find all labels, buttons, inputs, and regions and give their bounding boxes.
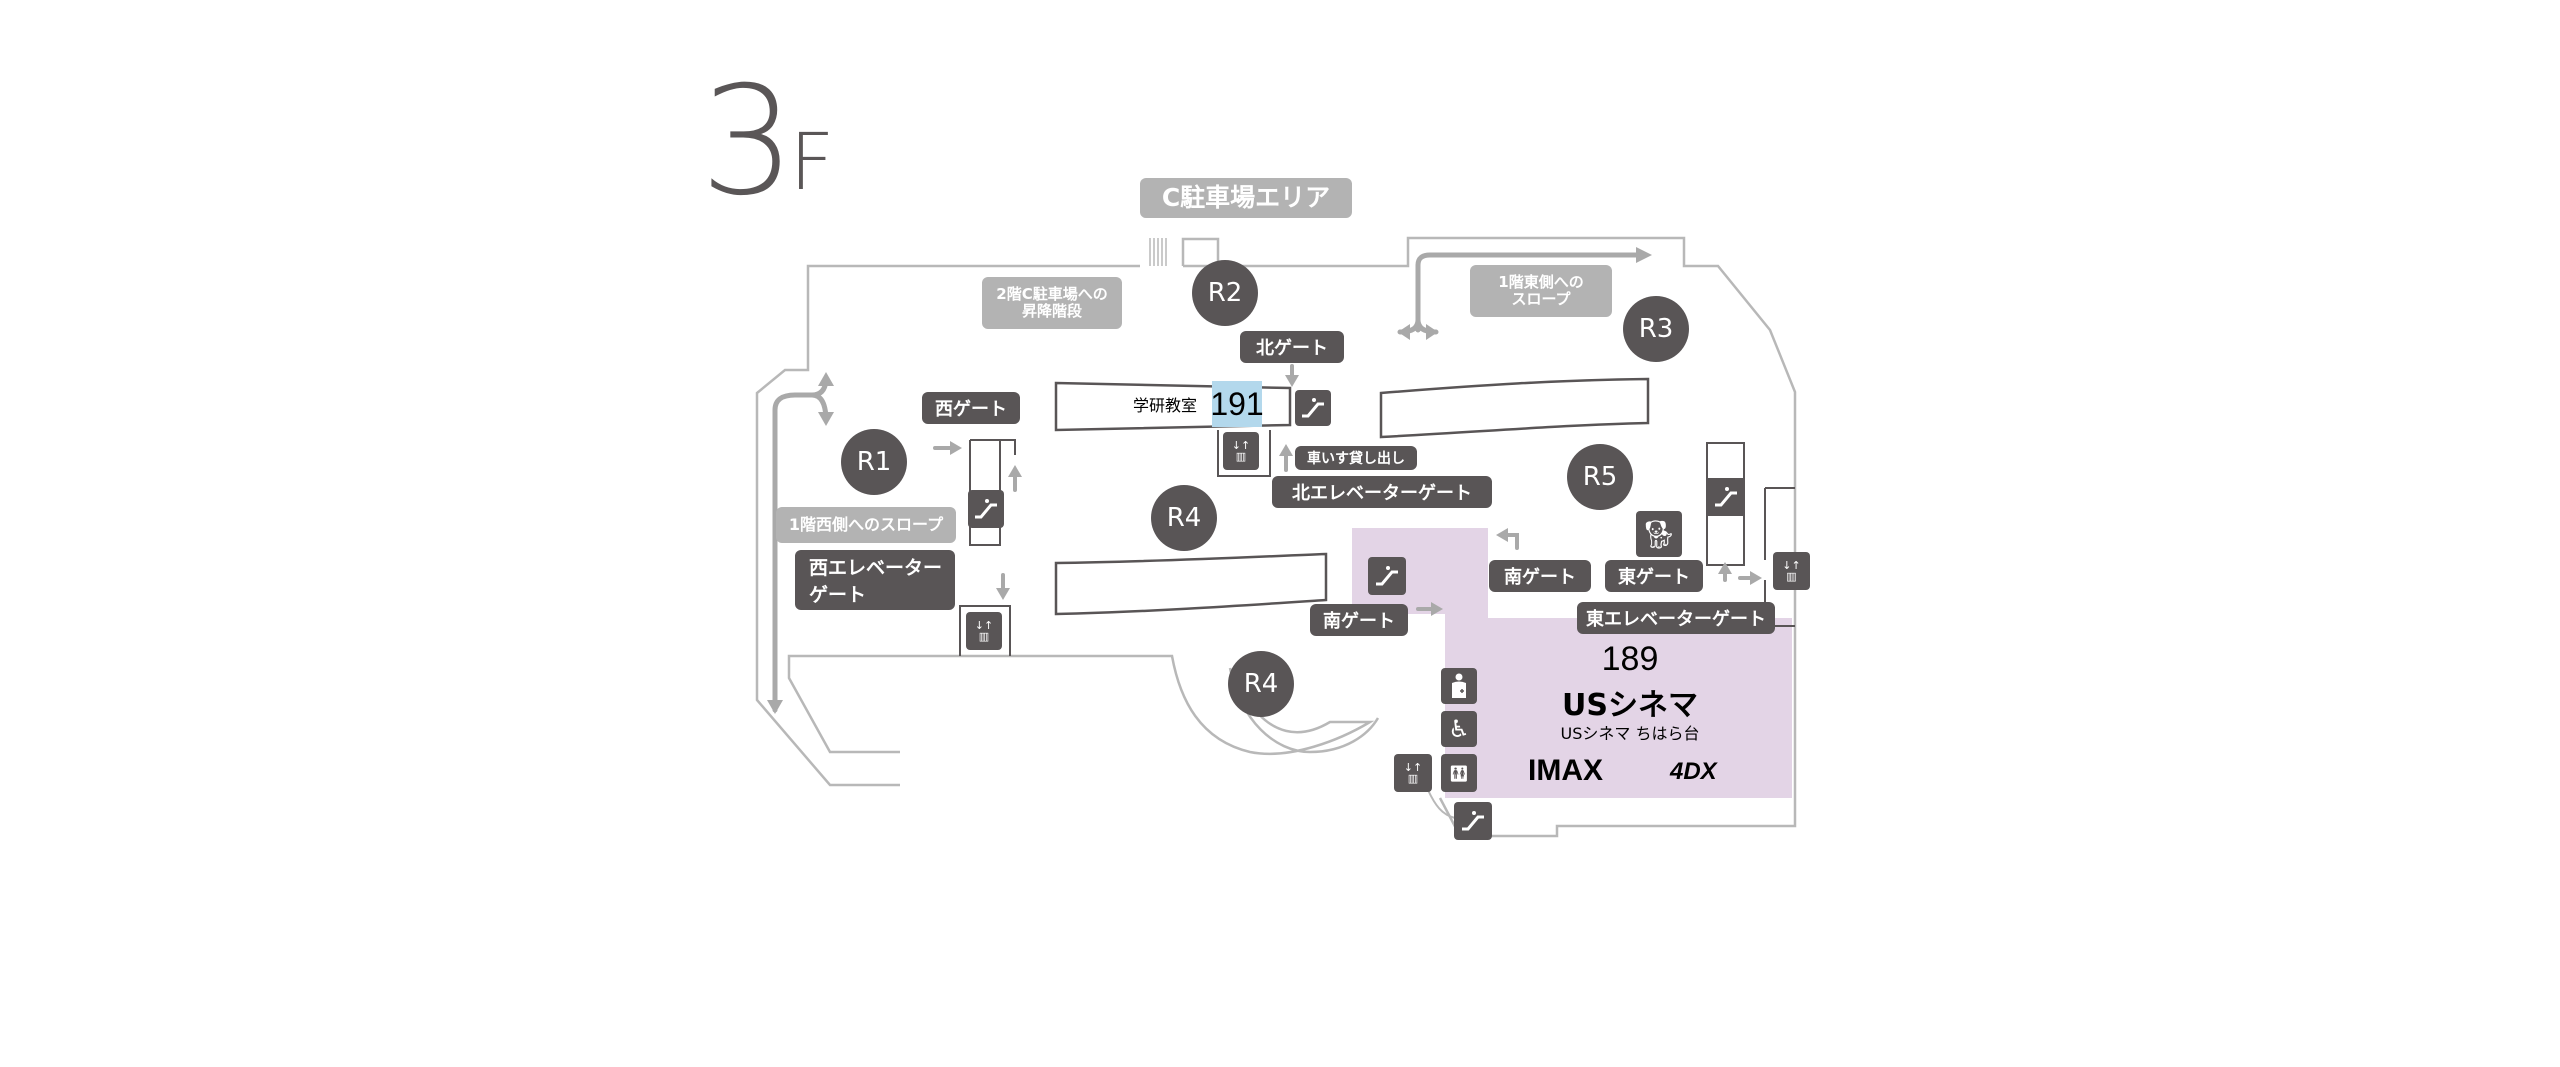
zone-r1: R1: [841, 429, 907, 495]
escalator-icon: [968, 490, 1004, 528]
cinema-name[interactable]: USシネマ: [1562, 688, 1698, 723]
escalator-icon: [1295, 390, 1331, 426]
zone-r4: R4: [1151, 485, 1217, 551]
east-elevator-gate-label: 東エレベーターゲート: [1577, 602, 1775, 634]
east-gate-label: 東ゲート: [1605, 560, 1703, 592]
zone-r2: R2: [1192, 260, 1258, 326]
slope-west-1f-label: 1階西側へのスロープ: [776, 507, 956, 543]
store-block-north-right: [1379, 377, 1650, 439]
slope-east-1f-label: 1階東側へのスロープ: [1470, 265, 1612, 317]
north-elevator-gate-label: 北エレベーターゲート: [1272, 476, 1492, 508]
c-parking-area-label: C駐車場エリア: [1140, 178, 1352, 218]
escalator-icon: [1368, 557, 1406, 595]
west-gate-label: 西ゲート: [922, 392, 1020, 424]
elevator-icon: ↓↑▥: [1223, 432, 1259, 470]
floor-suffix: F: [789, 118, 835, 208]
gakken-number: 191: [1210, 385, 1264, 422]
restroom-icon: 🚻︎: [1441, 754, 1477, 792]
gakken-number-highlight[interactable]: 191: [1210, 381, 1264, 427]
floor-indicator: 3F: [700, 67, 835, 217]
wheelchair-icon: ♿︎: [1441, 711, 1477, 747]
escalator-icon: [1454, 802, 1492, 840]
store-block-middle: [1054, 552, 1328, 616]
imax-logo: IMAX: [1528, 754, 1603, 787]
dog-icon: 🐕︎: [1636, 511, 1682, 557]
cinema-subname: USシネマ ちはら台: [1560, 724, 1700, 743]
elevator-icon: ↓↑▥: [966, 612, 1002, 650]
south-gate-right-label: 南ゲート: [1489, 560, 1591, 592]
stairs-2f-parking-label: 2階C駐車場への昇降階段: [982, 277, 1122, 329]
stairs-marks: [1149, 238, 1167, 266]
escalator-icon: [1707, 478, 1744, 516]
west-elevator-gate-label: 西エレベーターゲート: [795, 550, 955, 610]
zone-r3: R3: [1623, 296, 1689, 362]
floor-number: 3: [700, 55, 795, 229]
cinema-number[interactable]: 189: [1601, 640, 1659, 678]
zone-r4-south: R4: [1228, 651, 1294, 717]
north-gate-label: 北ゲート: [1240, 331, 1344, 363]
gakken-name[interactable]: 学研教室: [1133, 396, 1198, 415]
outer-wall: [755, 236, 1797, 838]
4dx-logo: 4DX: [1670, 758, 1717, 785]
inner-wall-bottom-left: [787, 654, 1375, 756]
wheelchair-rental-label: 車いす貸し出し: [1295, 446, 1417, 470]
south-gate-left-label: 南ゲート: [1310, 604, 1408, 636]
parking-door: [1181, 237, 1220, 266]
elevator-icon: ↓↑▥: [1773, 552, 1810, 590]
nursing-room-icon: [1441, 668, 1477, 704]
zone-r5: R5: [1567, 444, 1633, 510]
elevator-icon: ↓↑▥: [1394, 754, 1432, 792]
